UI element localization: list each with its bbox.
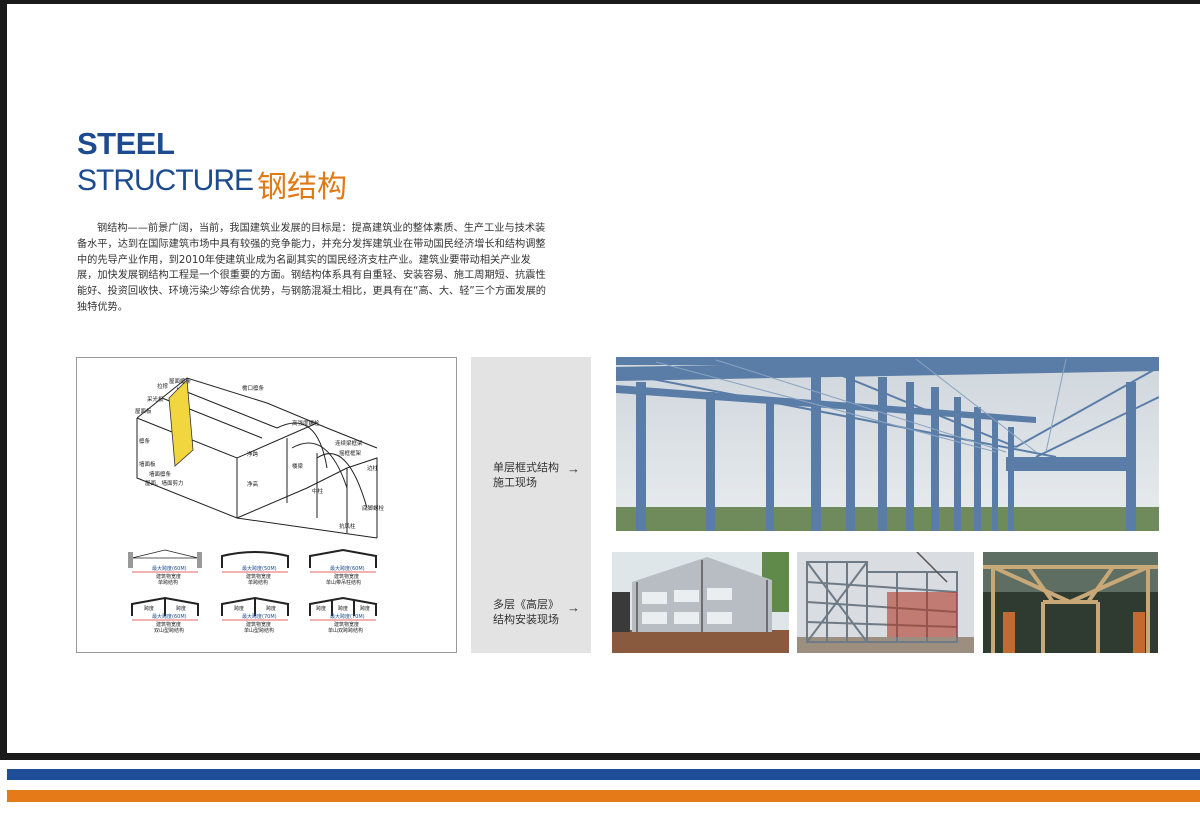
svg-text:跨度: 跨度 — [266, 605, 276, 612]
svg-text:跨度: 跨度 — [144, 605, 154, 612]
title-steel: STEEL — [77, 126, 175, 161]
svg-text:单山双跨跨结构: 单山双跨跨结构 — [328, 627, 363, 634]
svg-text:跨度: 跨度 — [360, 605, 370, 612]
svg-text:跨度: 跨度 — [316, 605, 326, 612]
svg-text:建筑物宽度: 建筑物宽度 — [246, 621, 271, 628]
svg-text:单跨结构: 单跨结构 — [158, 579, 178, 586]
svg-text:楼梁: 楼梁 — [292, 462, 304, 470]
svg-text:屋面檩条: 屋面檩条 — [169, 377, 192, 385]
svg-text:高强度螺栓: 高强度螺栓 — [292, 419, 320, 427]
svg-text:墙面板: 墙面板 — [139, 460, 156, 468]
svg-text:最大跨度(70M): 最大跨度(70M) — [330, 613, 365, 620]
svg-text:最大跨度(70M): 最大跨度(70M) — [242, 613, 277, 620]
svg-text:屋面板: 屋面板 — [135, 407, 152, 415]
svg-text:檐口檩条: 檐口檩条 — [242, 384, 265, 392]
photo-multi-layer-3 — [983, 552, 1158, 653]
top-frame-rule — [0, 0, 1200, 4]
frame-type-5: 跨度 跨度 最大跨度(70M) 建筑物宽度 单山型跨结构 — [221, 596, 289, 634]
svg-text:摇框框架: 摇框框架 — [339, 449, 362, 457]
left-frame-rule — [0, 0, 7, 760]
intro-paragraph: 钢结构——前景广阔，当前，我国建筑业发展的目标是：提高建筑业的整体素质、生产工业… — [77, 223, 546, 313]
footer-band-dark — [7, 753, 1200, 760]
frame-type-4: 跨度 跨度 最大跨度(60M) 建筑物宽度 双山型跨结构 — [131, 596, 199, 634]
skylight-panel-yellow — [168, 379, 194, 467]
svg-text:单跨结构: 单跨结构 — [248, 579, 268, 586]
svg-text:屋面、墙面剪力: 屋面、墙面剪力 — [145, 479, 184, 487]
photo-multi-layer-1 — [612, 552, 789, 653]
footer-band-orange — [7, 790, 1200, 802]
caption-single-layer: 单层框式结构施工现场 — [493, 461, 559, 489]
svg-text:双山型跨结构: 双山型跨结构 — [154, 627, 184, 634]
svg-text:建筑物宽度: 建筑物宽度 — [334, 621, 359, 628]
svg-text:跨度: 跨度 — [234, 605, 244, 612]
svg-text:单山带吊柱结构: 单山带吊柱结构 — [326, 579, 361, 586]
arrow-right-icon: → — [567, 600, 580, 615]
svg-text:建筑物宽度: 建筑物宽度 — [156, 573, 181, 580]
svg-text:跨度: 跨度 — [338, 605, 348, 612]
svg-text:连续梁框架: 连续梁框架 — [335, 439, 363, 447]
frame-types: 最大跨度(60M) 建筑物宽度 单跨结构 最大跨度(50M) 建筑物宽度 单跨结… — [128, 548, 377, 634]
photo-single-layer-frame — [616, 357, 1159, 531]
svg-text:墙面檩条: 墙面檩条 — [149, 470, 172, 478]
svg-text:采光板: 采光板 — [147, 395, 164, 403]
structure-diagram-panel: 拉撑 屋面檩条 檐口檩条 采光板 屋面板 高强度螺栓 连续梁框架 檩条 摇框框架… — [76, 357, 457, 653]
svg-text:最大跨度(60M): 最大跨度(60M) — [152, 613, 187, 620]
svg-text:最大跨度(60M): 最大跨度(60M) — [152, 565, 187, 572]
svg-text:边柱: 边柱 — [367, 464, 379, 472]
photo-multi-layer-2 — [797, 552, 974, 653]
svg-text:跨度: 跨度 — [176, 605, 186, 612]
arrow-right-icon: → — [567, 461, 580, 476]
svg-text:抗风柱: 抗风柱 — [339, 522, 356, 530]
svg-text:建筑物宽度: 建筑物宽度 — [334, 573, 359, 580]
title-structure: STRUCTURE — [77, 164, 254, 197]
footer-band-blue — [7, 769, 1200, 780]
caption-multi-layer: 多层《高层》结构安装现场 — [493, 598, 559, 626]
structure-diagram: 拉撑 屋面檩条 檐口檩条 采光板 屋面板 高强度螺栓 连续梁框架 檩条 摇框框架… — [128, 377, 385, 634]
svg-text:建筑物宽度: 建筑物宽度 — [246, 573, 271, 580]
svg-text:拉撑: 拉撑 — [157, 382, 169, 390]
building-wireframe — [136, 377, 378, 539]
diagram-labels: 拉撑 屋面檩条 檐口檩条 采光板 屋面板 高强度螺栓 连续梁框架 檩条 摇框框架… — [135, 377, 385, 530]
caption-panel: 单层框式结构施工现场 → 多层《高层》结构安装现场 → — [471, 357, 591, 653]
title-chinese: 钢结构 — [257, 170, 347, 205]
svg-text:建筑物宽度: 建筑物宽度 — [156, 621, 181, 628]
frame-type-6: 跨度 跨度 跨度 最大跨度(70M) 建筑物宽度 单山双跨跨结构 — [309, 596, 377, 634]
svg-text:净高: 净高 — [247, 480, 259, 488]
svg-text:单山型跨结构: 单山型跨结构 — [244, 627, 274, 634]
svg-text:檩条: 檩条 — [139, 437, 151, 445]
frame-type-3: 最大跨度(60M) 建筑物宽度 单山带吊柱结构 — [309, 548, 377, 586]
svg-text:中柱: 中柱 — [312, 487, 324, 495]
svg-text:净跨: 净跨 — [247, 450, 259, 458]
svg-text:底脚螺栓: 底脚螺栓 — [362, 504, 385, 512]
frame-type-2: 最大跨度(50M) 建筑物宽度 单跨结构 — [221, 551, 289, 586]
frame-type-1: 最大跨度(60M) 建筑物宽度 单跨结构 — [128, 549, 202, 586]
svg-text:最大跨度(50M): 最大跨度(50M) — [242, 565, 277, 572]
svg-text:最大跨度(60M): 最大跨度(60M) — [330, 565, 365, 572]
